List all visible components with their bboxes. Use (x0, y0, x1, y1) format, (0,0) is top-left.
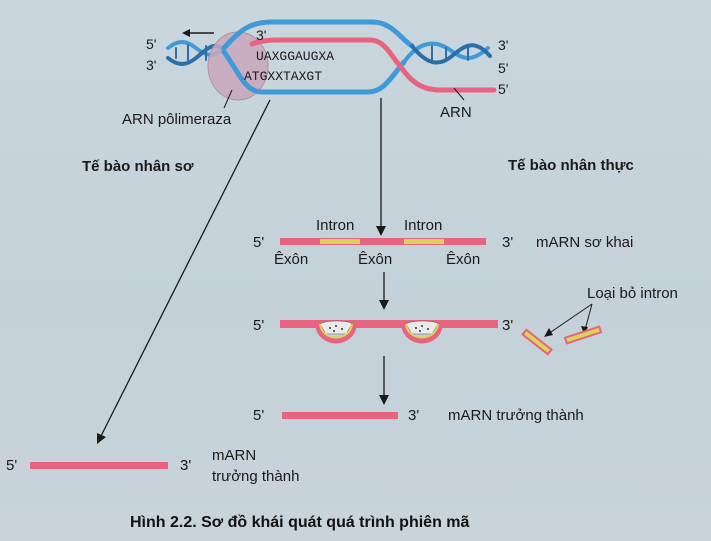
label-exon-2: Êxôn (358, 251, 392, 268)
label-mature-pro-5prime: 5' (6, 457, 17, 474)
removed-introns (521, 303, 603, 356)
dna-helix-right (402, 41, 492, 65)
label-mature-pro-3prime: 3' (180, 457, 191, 474)
rna-pointer (453, 87, 465, 101)
label-pre-5prime: 5' (253, 234, 264, 251)
label-exon-3: Êxôn (446, 251, 480, 268)
template-sequence: ATGXXTAXGT (244, 69, 322, 84)
label-pre-3prime: 3' (502, 234, 513, 251)
label-intron-1: Intron (316, 217, 354, 234)
label-right-5prime: 5' (498, 60, 508, 76)
label-intron-2: Intron (404, 217, 442, 234)
label-splice-5prime: 5' (253, 317, 264, 334)
arrow-to-mature-mrna (379, 356, 389, 405)
label-right-3prime: 3' (498, 37, 508, 53)
arrow-to-pre-mrna (376, 98, 386, 236)
direction-arrow (182, 29, 214, 37)
label-mature-mrna-prokaryote-line2: trưởng thành (212, 468, 299, 485)
mature-mrna-prokaryote (30, 462, 168, 469)
label-mature-euk-5prime: 5' (253, 407, 264, 424)
enzyme-pointer (223, 89, 233, 109)
label-mature-mrna-eukaryote: mARN trưởng thành (448, 407, 584, 424)
label-splice-3prime: 3' (502, 317, 513, 334)
arrow-to-prokaryote-mrna (97, 99, 271, 444)
label-bubble-3prime: 3' (256, 27, 266, 43)
pre-mrna-strand (280, 238, 486, 245)
splicing-strand (280, 320, 498, 344)
figure-caption: Hình 2.2. Sơ đồ khái quát quá trình phiê… (130, 514, 470, 531)
label-exon-1: Êxôn (274, 251, 308, 268)
heading-prokaryote: Tế bào nhân sơ (82, 158, 194, 175)
label-remove-intron: Loại bỏ intron (587, 285, 678, 302)
label-left-3prime: 3' (146, 57, 156, 73)
label-rna-5prime: 5' (498, 81, 508, 97)
mature-mrna-eukaryote (282, 412, 398, 419)
arrow-to-splicing (379, 272, 389, 310)
transcription-bubble (221, 19, 497, 95)
label-rna: ARN (440, 104, 472, 121)
label-mature-euk-3prime: 3' (408, 407, 419, 424)
label-pre-mrna: mARN sơ khai (536, 234, 633, 251)
rna-sequence: UAXGGAUGXA (256, 49, 334, 64)
heading-eukaryote: Tế bào nhân thực (508, 157, 634, 174)
label-enzyme: ARN pôlimeraza (122, 111, 232, 128)
label-mature-mrna-prokaryote-line1: mARN (212, 447, 256, 464)
label-left-5prime: 5' (146, 36, 156, 52)
